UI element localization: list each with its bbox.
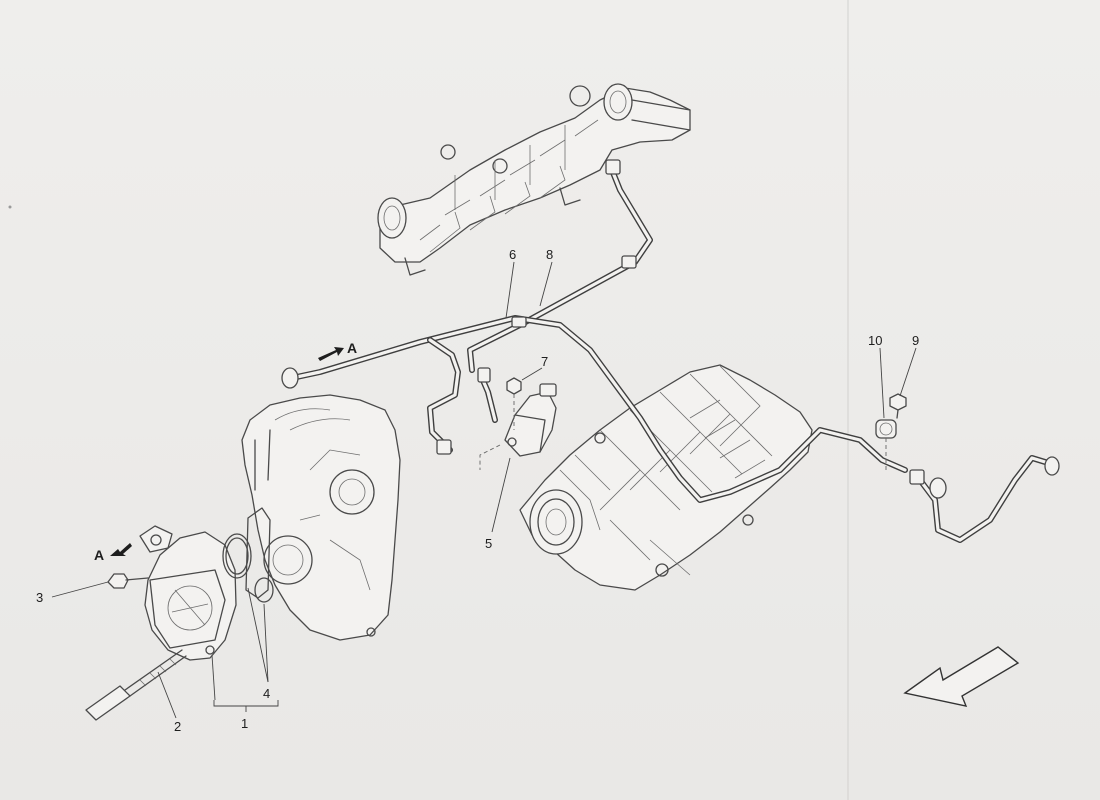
- front-direction-arrow-icon: [903, 646, 1020, 707]
- screw-item-7: [506, 377, 522, 430]
- leader-lines: [51, 261, 917, 719]
- turbo-manifold-assembly: [377, 83, 691, 276]
- vacuum-pump: [139, 525, 237, 661]
- stud-item-2: [85, 649, 187, 721]
- callout-7-8-label-8: 8: [546, 247, 553, 262]
- intake-manifold: [519, 364, 813, 591]
- callout-2: 2: [174, 719, 181, 734]
- marker-arrow-icon: [318, 347, 344, 361]
- screw-item-9: [889, 393, 907, 419]
- connection-marker-upper: A: [318, 340, 357, 361]
- o-ring-large: [222, 533, 252, 579]
- clip-item-10: [875, 419, 897, 439]
- callout-9: 9: [912, 333, 919, 348]
- scan-speck: [8, 205, 12, 209]
- callout-7: 7: [541, 354, 548, 369]
- callout-5: 5: [485, 536, 492, 551]
- vacuum-hoses: [281, 159, 1060, 543]
- o-ring-large-inner: [225, 537, 249, 575]
- o-ring-small: [254, 577, 274, 603]
- vacuum-solenoid-valve: [479, 383, 557, 470]
- callouts: 1 2 3 4 5 6 8 7 9 10: [36, 247, 919, 734]
- connection-marker-lower: A: [94, 543, 132, 563]
- gasket-plate: [245, 507, 271, 599]
- bolt-item-3: [107, 573, 149, 589]
- marker-arrow-icon: [110, 543, 132, 556]
- callout-3: 3: [36, 590, 43, 605]
- marker-label-a-upper: A: [347, 340, 357, 356]
- callout-10: 10: [868, 333, 882, 348]
- marker-label-a-lower: A: [94, 547, 104, 563]
- callout-4: 4: [263, 686, 270, 701]
- callout-6: 6: [509, 247, 516, 262]
- engine-timing-cover: [241, 394, 401, 641]
- callout-1: 1: [241, 716, 248, 731]
